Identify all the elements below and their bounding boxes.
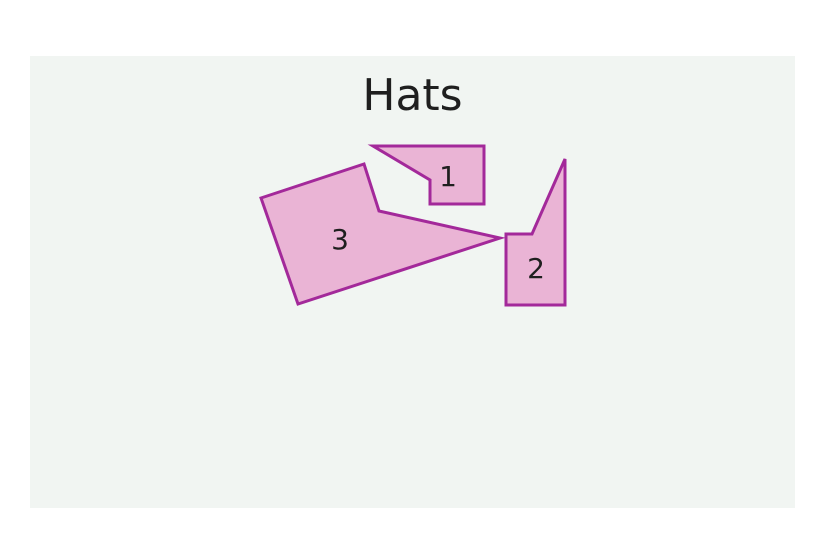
diagram-title: Hats [362,70,463,121]
shape-1-label: 1 [439,160,457,193]
shape-1-outline [367,144,486,206]
shape-3-outline [259,162,506,306]
shape-2-label: 2 [527,252,545,285]
shape-2-outline [504,158,567,307]
diagram-canvas: Hats 1 2 3 [30,56,795,508]
shape-3-label: 3 [331,223,349,256]
shape-1: 1 [367,144,486,206]
shapes-svg: 1 2 3 [259,144,567,307]
shape-2: 2 [504,158,567,307]
shape-3: 3 [259,162,506,306]
